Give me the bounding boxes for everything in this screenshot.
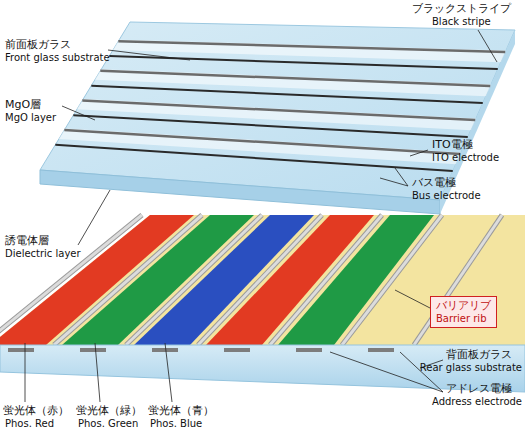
part-label: MgO層 (5, 98, 41, 111)
black-stripe (109, 56, 497, 69)
part-label: 誘電体層 (5, 234, 49, 247)
part-label: バス電極 (412, 176, 456, 189)
address-electrode (224, 348, 250, 352)
barrier-rib-top (54, 215, 202, 345)
part-label: 蛍光体（緑） (76, 404, 142, 417)
part-label: 蛍光体（青） (148, 404, 214, 417)
part-label: 蛍光体（赤） (3, 404, 69, 417)
callout-text: Barrier rib (436, 313, 491, 326)
barrier-rib-top (0, 215, 142, 345)
barrier-rib-top (198, 215, 322, 345)
barrier-rib-top (270, 215, 382, 345)
part-label: Phos. Green (78, 418, 138, 430)
barrier-rib-top (270, 215, 382, 345)
barrier-rib-top (0, 215, 142, 345)
part-label: Front glass substrate (5, 52, 110, 64)
part-label: Address electrode (432, 396, 522, 408)
barrier-rib-top (54, 215, 202, 345)
ito-electrode (95, 69, 491, 96)
part-label: Phos. Blue (150, 418, 202, 430)
black-stripe (55, 145, 452, 171)
bus-electrode (118, 41, 505, 52)
part-label: 前面板ガラス (5, 38, 71, 51)
callout-box: バリアリブBarrier rib (430, 296, 497, 328)
address-electrode (152, 348, 178, 352)
barrier-rib-top (414, 215, 502, 345)
bus-electrode (64, 130, 460, 154)
part-label: ITO electrode (432, 152, 499, 164)
part-label: 背面板ガラス (446, 348, 512, 361)
bus-electrode (100, 71, 490, 86)
part-label: Black stripe (432, 16, 491, 28)
black-stripe (91, 86, 482, 103)
address-electrode (80, 348, 106, 352)
bus-electrode (82, 100, 475, 120)
barrier-rib-top (198, 215, 322, 345)
part-label: Rear glass substrate (420, 362, 522, 374)
barrier-rib-top (414, 215, 502, 345)
address-electrode (8, 348, 34, 352)
part-label: Dielectric layer (5, 248, 81, 260)
part-label: ITO電極 (432, 138, 473, 151)
part-label: ブラックストライプ (412, 2, 511, 15)
barrier-rib-top (126, 215, 262, 345)
part-label: MgO layer (5, 112, 56, 124)
part-label: アドレス電極 (446, 382, 512, 395)
address-electrode (368, 348, 394, 352)
callout-text: バリアリブ (436, 299, 491, 313)
barrier-rib-top (126, 215, 262, 345)
part-label: Bus electrode (412, 190, 481, 202)
address-electrode (296, 348, 322, 352)
part-label: Phos. Red (5, 418, 54, 430)
